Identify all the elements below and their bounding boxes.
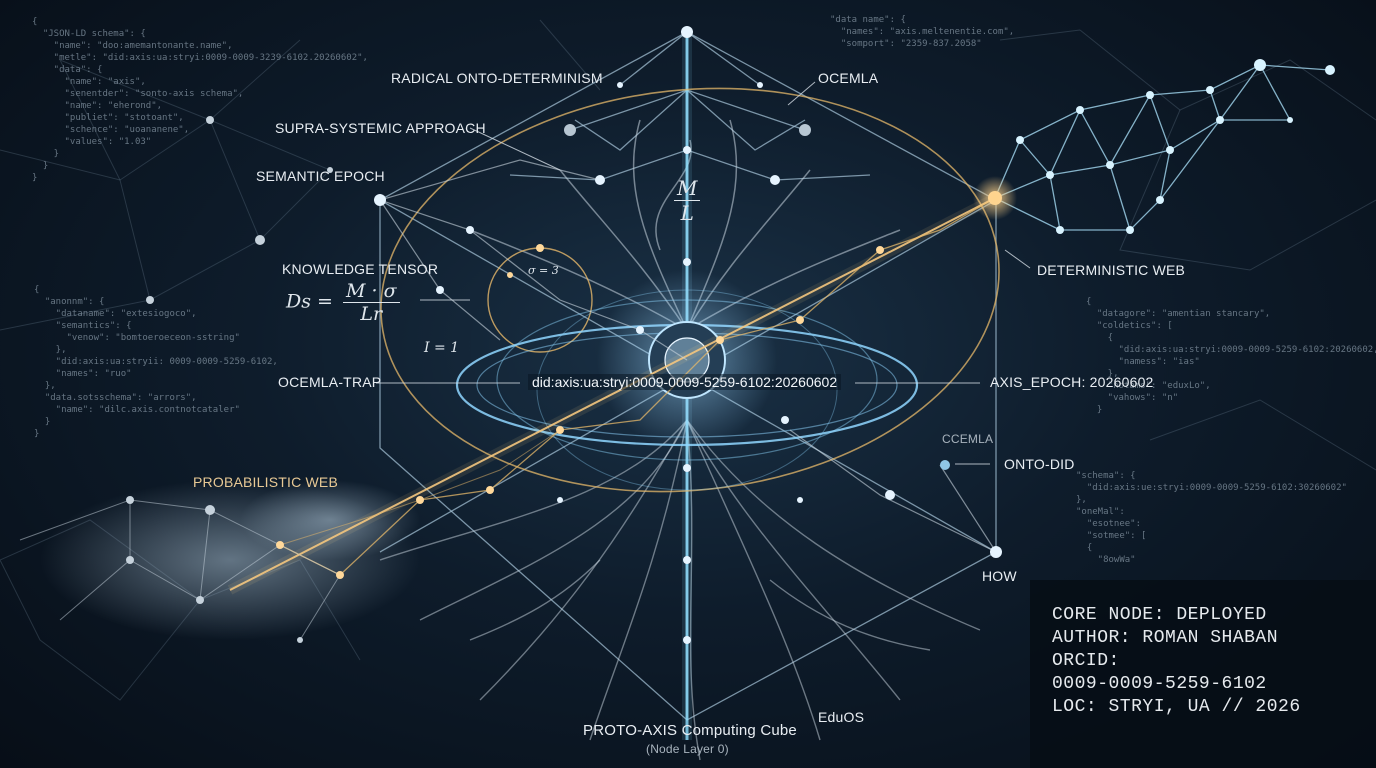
semantic-links	[379, 159, 997, 553]
info-orcid-label: ORCID:	[1052, 651, 1120, 671]
info-status: CORE NODE: DEPLOYED	[1052, 605, 1267, 625]
label-knowledge-tensor: KNOWLEDGE TENSOR	[282, 261, 439, 277]
label-axis-epoch: AXIS_EPOCH: 20260602	[990, 374, 1154, 390]
formula-fraction: M · σ Lr	[343, 280, 400, 325]
background-network-right	[539, 19, 1376, 471]
label-onto-did: ONTO-DID	[1004, 456, 1075, 472]
code-snippet-low-right: "schema": { "did:axis:ue:stryi:0009-0009…	[1076, 471, 1347, 565]
label-proto-axis-cube: PROTO-AXIS Computing Cube	[583, 722, 797, 739]
info-author: AUTHOR: ROMAN SHABAN	[1052, 628, 1279, 648]
center-formula: M L	[670, 176, 701, 225]
label-ocemla: OCEMLA	[818, 70, 879, 86]
identity-formula: I = 1	[424, 340, 460, 356]
network-nodes	[126, 26, 1335, 644]
label-did-identifier: did:axis:ua:stryi:0009-0009-5259-6102:20…	[528, 374, 842, 390]
code-snippet-mid-right: { "datagore": "amentian stancary", "cold…	[1086, 297, 1376, 415]
center-numerator: M	[674, 176, 701, 201]
semantic-orbit	[380, 87, 1000, 493]
label-eduos: EduOS	[818, 709, 865, 725]
label-leaders	[376, 81, 1031, 465]
tensor-formula: Ds = M · σ Lr	[286, 280, 400, 325]
code-snippet-mid-left: { "anonnm": { "dataname": "extesiogoco",…	[34, 285, 278, 439]
core-node-info-panel: CORE NODE: DEPLOYED AUTHOR: ROMAN SHABAN…	[1030, 580, 1376, 768]
label-supra-systemic-approach: SUPRA-SYSTEMIC APPROACH	[275, 120, 486, 136]
formula-lhs: Ds =	[286, 290, 333, 313]
label-node-layer: (Node Layer 0)	[646, 742, 729, 756]
center-denominator: L	[680, 201, 694, 225]
label-ocemla-trap: OCEMLA-TRAP	[278, 374, 382, 390]
code-snippet-top-mid: "data name": { "names": "axis.meltenenti…	[830, 15, 1015, 49]
deterministic-beam	[227, 193, 998, 595]
label-probabilistic-web: PROBABILISTIC WEB	[193, 474, 338, 490]
tree-roots	[379, 419, 981, 761]
code-snippet-top-left: { "JSON-LD schema": { "name": "doo:amema…	[32, 17, 368, 183]
deterministic-web-network	[994, 64, 1331, 231]
label-radical-onto-determinism: RADICAL ONTO-DETERMINISM	[391, 70, 603, 86]
info-orcid-value: 0009-0009-5259-6102	[1052, 674, 1267, 694]
label-how: HOW	[982, 568, 1017, 584]
formula-numerator: M · σ	[343, 280, 400, 303]
center-fraction: M L	[674, 176, 701, 225]
info-location: LOC: STRYI, UA // 2026	[1052, 697, 1301, 717]
label-deterministic-web: DETERMINISTIC WEB	[1037, 262, 1186, 278]
formula-denominator: Lr	[360, 303, 383, 325]
label-ccemla: CCEMLA	[942, 432, 994, 446]
sigma-label: σ = 3	[528, 264, 559, 277]
label-semantic-epoch: SEMANTIC EPOCH	[256, 168, 385, 184]
